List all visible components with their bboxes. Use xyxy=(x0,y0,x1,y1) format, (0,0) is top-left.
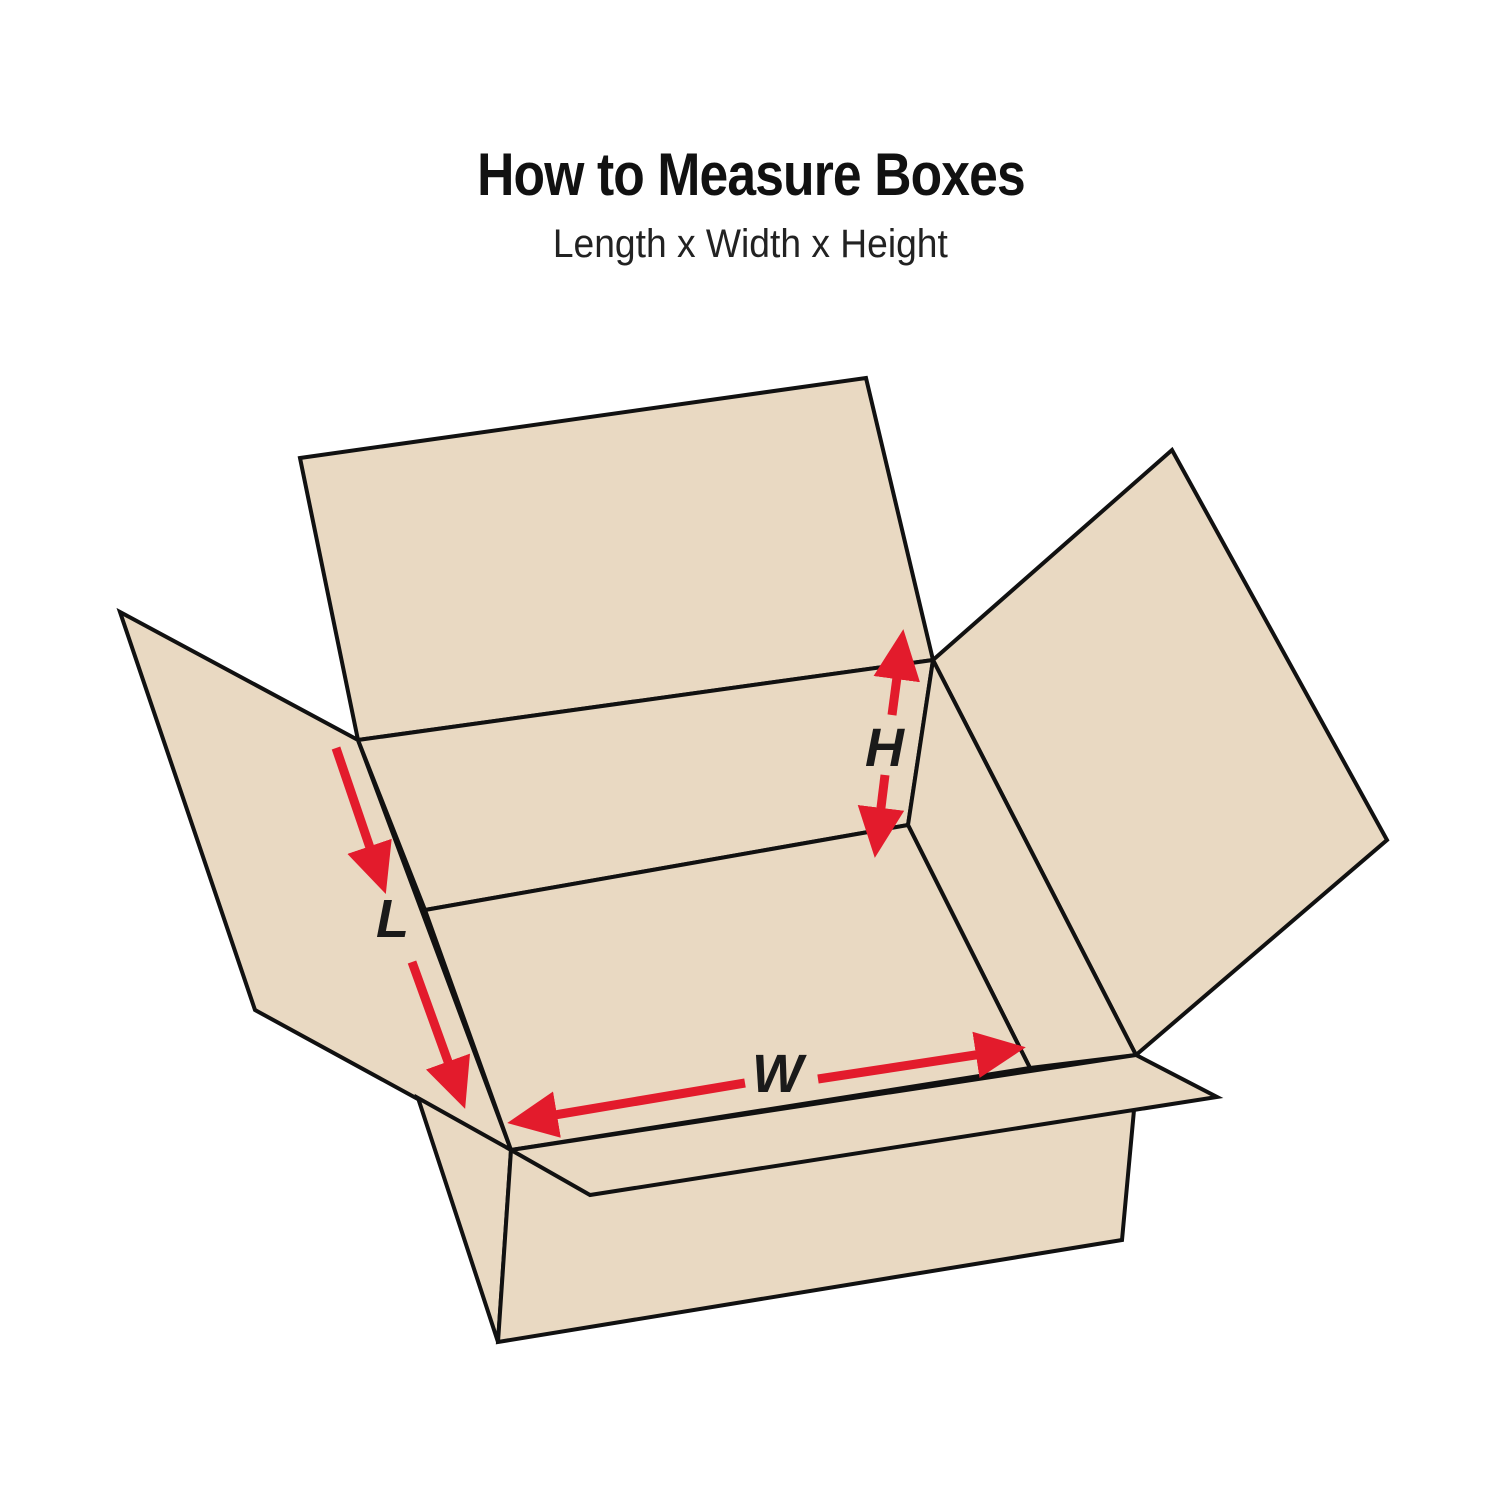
height-arrow-lower xyxy=(857,774,905,858)
width-arrow-left xyxy=(507,1078,746,1138)
front-flap xyxy=(505,1052,1224,1198)
length-label: L xyxy=(376,889,409,949)
height-label: H xyxy=(865,718,905,778)
width-arrow-right xyxy=(817,1031,1026,1084)
height-arrow-upper xyxy=(873,629,920,716)
page-subtitle: Length x Width x Height xyxy=(552,222,948,266)
length-arrow-upper xyxy=(331,746,392,895)
width-label: W xyxy=(752,1044,807,1104)
length-arrow-lower xyxy=(407,960,470,1109)
page-title: How to Measure Boxes xyxy=(477,141,1026,208)
